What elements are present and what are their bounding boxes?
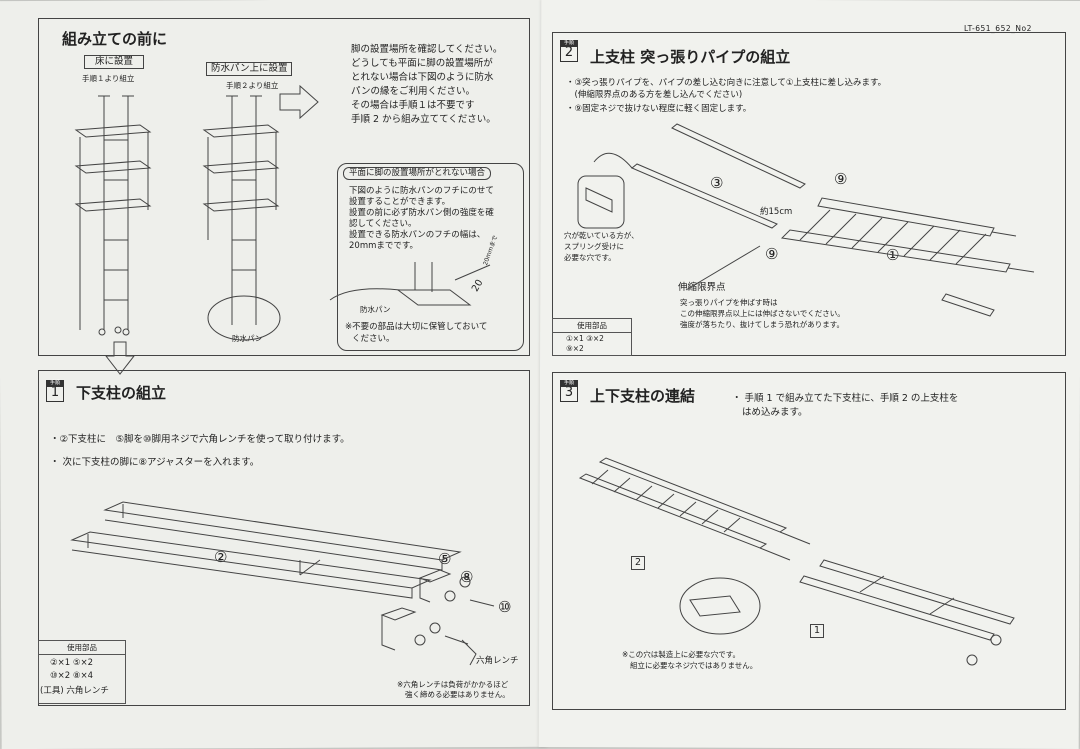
pan-box-line-4: 認してください。 <box>349 219 417 229</box>
step2-bullet-1: ・③突っ張りパイプを、パイプの差し込む向きに注意して①上支柱に差し込みます。 <box>566 78 887 88</box>
step1-parts-2: ⑩×2 ⑧×4 <box>50 671 94 681</box>
step2-hole-note-2: スプリング受けに <box>564 242 624 251</box>
step1-label-ten: ⑩ <box>498 598 512 616</box>
step3-bullet-1: ・ 手順 1 で組み立てた下支柱に、手順 2 の上支柱を <box>732 393 959 404</box>
step2-number: 2 <box>564 45 574 60</box>
step3-note-2: 組立に必要なネジ穴ではありません。 <box>630 661 758 670</box>
step2-parts-2: ⑨×2 <box>566 344 584 353</box>
step2-limit-1: 突っ張りパイプを伸ばす時は <box>680 298 778 307</box>
step1-number: 1 <box>50 385 60 400</box>
upper-pillar-illustration <box>577 123 1035 317</box>
document-id: LT-651_652_No2 <box>964 24 1032 33</box>
step2-label-nine-b: ⑨ <box>765 245 779 263</box>
step1-panel <box>38 370 530 706</box>
step1-title: 下支柱の組立 <box>76 384 167 402</box>
before-note-3: とれない場合は下図のように防水 <box>351 72 494 83</box>
step2-hole-note-1: 穴が乾いている方が、 <box>564 231 639 240</box>
step2-label-three: ③ <box>710 174 724 192</box>
pan-box-line-6: 20mmまでです。 <box>349 241 419 251</box>
pan-box-line-3: 設置の前に必ず防水パン側の強度を確 <box>349 208 494 218</box>
pan-shelf-illustration <box>202 95 281 341</box>
step2-hole-note-3: 必要な穴です。 <box>564 253 616 262</box>
pan-box-pan-label: 防水パン <box>360 305 391 314</box>
step1-parts-table: 使用部品 <box>38 640 126 704</box>
step2-parts-table: 使用部品 <box>552 318 632 356</box>
before-note-2: どうしても平面に脚の設置場所が <box>351 58 493 69</box>
connection-illustration <box>578 457 1015 666</box>
pan-diagram-label: 防水パン <box>232 334 263 343</box>
step1-bullet-1: ・②下支柱に ⑤脚を⑩脚用ネジで六角レンチを使って取り付けます。 <box>50 434 350 445</box>
step3-panel <box>552 372 1066 710</box>
pan-install-sub: 手順２より組立 <box>226 81 279 90</box>
before-note-5: その場合は手順１は不要です <box>351 100 475 111</box>
step2-panel <box>552 32 1066 356</box>
before-note-1: 脚の設置場所を確認してください。 <box>351 44 503 55</box>
step3-note-1: ※この穴は製造上に必要な穴です。 <box>622 650 741 659</box>
pan-box-title: 平面に脚の設置場所がとれない場合 <box>343 167 492 180</box>
step1-parts-1: ②×1 ⑤×2 <box>50 658 94 668</box>
before-assembly-title: 組み立ての前に <box>62 30 168 48</box>
step1-bullet-2: ・ 次に下支柱の脚に⑧アジャスターを入れます。 <box>50 457 260 468</box>
step1-note-1: ※六角レンチは負荷がかかるほど <box>397 680 509 689</box>
step2-bullet-2: (伸縮限界点のある方を差し込んでください) <box>566 90 743 100</box>
step3-number: 3 <box>564 385 574 400</box>
pan-box-line-2: 設置することができます。 <box>349 197 451 207</box>
step2-limit-2: この伸縮限界点以上には伸ばさないでください。 <box>680 309 845 318</box>
step1-parts-3: (工具) 六角レンチ <box>40 686 109 696</box>
step2-tag: 手順 <box>560 40 578 47</box>
step3-tag: 手順 <box>560 380 578 387</box>
before-assembly-panel <box>38 18 530 356</box>
before-note-6: 手順 2 から組み立ててください。 <box>351 114 496 125</box>
step2-bullet-3: ・⑨固定ネジで抜けない程度に軽く固定します。 <box>566 104 752 114</box>
step2-limit-title: 伸縮限界点 <box>678 282 726 293</box>
step3-label-two: 2 <box>631 556 646 570</box>
step2-parts-title: 使用部品 <box>553 319 631 333</box>
pan-box-line-5: 設置できる防水パンのフチの幅は、 <box>349 230 486 240</box>
step2-title: 上支柱 突っ張りパイプの組立 <box>590 48 791 66</box>
step1-tag: 手順 <box>46 380 64 387</box>
step3-title: 上下支柱の連結 <box>590 387 696 405</box>
step2-label-nine-a: ⑨ <box>834 170 848 188</box>
pan-box-footer-2: ください。 <box>352 334 395 344</box>
step1-label-wrench: 六角レンチ <box>476 656 519 666</box>
floor-install-label: 床に設置 <box>84 55 145 69</box>
step2-parts-1: ①×1 ③×2 <box>566 334 604 343</box>
floor-install-sub: 手順１より組立 <box>82 74 135 83</box>
pan-edge-callout <box>337 163 524 351</box>
step2-label-length: 約15cm <box>760 207 793 217</box>
step3-label-one: 1 <box>810 624 825 638</box>
step1-parts-title: 使用部品 <box>39 641 125 655</box>
step3-bullet-2: はめ込みます。 <box>742 407 808 418</box>
before-note-4: パンの縁をご利用ください。 <box>351 86 475 97</box>
arrow-down-icon <box>104 341 136 375</box>
arrow-right-icon <box>279 84 319 120</box>
pan-install-label: 防水パン上に設置 <box>206 62 293 76</box>
step2-limit-3: 強度が落ちたり、抜けてしまう恐れがあります。 <box>680 320 844 329</box>
pan-edge-detail <box>329 262 491 306</box>
pan-box-line-1: 下図のように防水パンのフチにのせて <box>349 186 494 196</box>
pan-box-footer-1: ※不要の部品は大切に保管しておいて <box>345 322 488 332</box>
floor-shelf-illustration <box>74 95 152 336</box>
step1-note-2: 強く締める必要はありません。 <box>405 690 510 699</box>
lower-pillar-illustration <box>70 501 495 666</box>
